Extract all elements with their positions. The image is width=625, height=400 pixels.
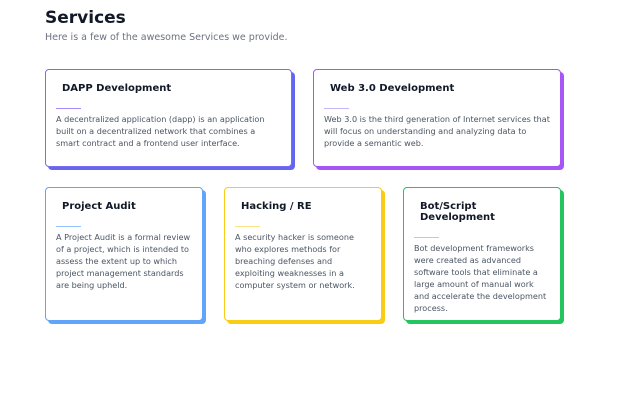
card-text: Bot development frameworks were created … [414, 243, 547, 313]
card-title: Web 3.0 Development [330, 83, 455, 94]
card-divider [324, 108, 349, 109]
page-subtitle: Here is a few of the awesome Services we… [45, 32, 288, 43]
card-title: Hacking / RE [241, 201, 312, 212]
service-card-bot: Bot/Script Development Bot development f… [403, 187, 561, 321]
card-text: Web 3.0 is the third generation of Inter… [324, 114, 550, 148]
card-title: Project Audit [62, 201, 136, 212]
card-divider [56, 108, 81, 109]
card-text: A decentralized application (dapp) is an… [56, 114, 265, 148]
service-card-audit: Project Audit A Project Audit is a forma… [45, 187, 203, 321]
card-title: DAPP Development [62, 83, 172, 94]
card-divider [235, 226, 260, 227]
card-divider [414, 237, 439, 238]
service-card-web3: Web 3.0 Development Web 3.0 is the third… [313, 69, 561, 167]
service-card-hacking: Hacking / RE A security hacker is someon… [224, 187, 382, 321]
card-text: A security hacker is someone who explore… [235, 232, 355, 290]
page-title: Services [45, 8, 126, 28]
service-card-dapp: DAPP Development A decentralized applica… [45, 69, 292, 167]
card-text: A Project Audit is a formal review of a … [56, 232, 191, 290]
card-divider [56, 226, 81, 227]
card-title: Bot/Script Development [420, 201, 495, 223]
